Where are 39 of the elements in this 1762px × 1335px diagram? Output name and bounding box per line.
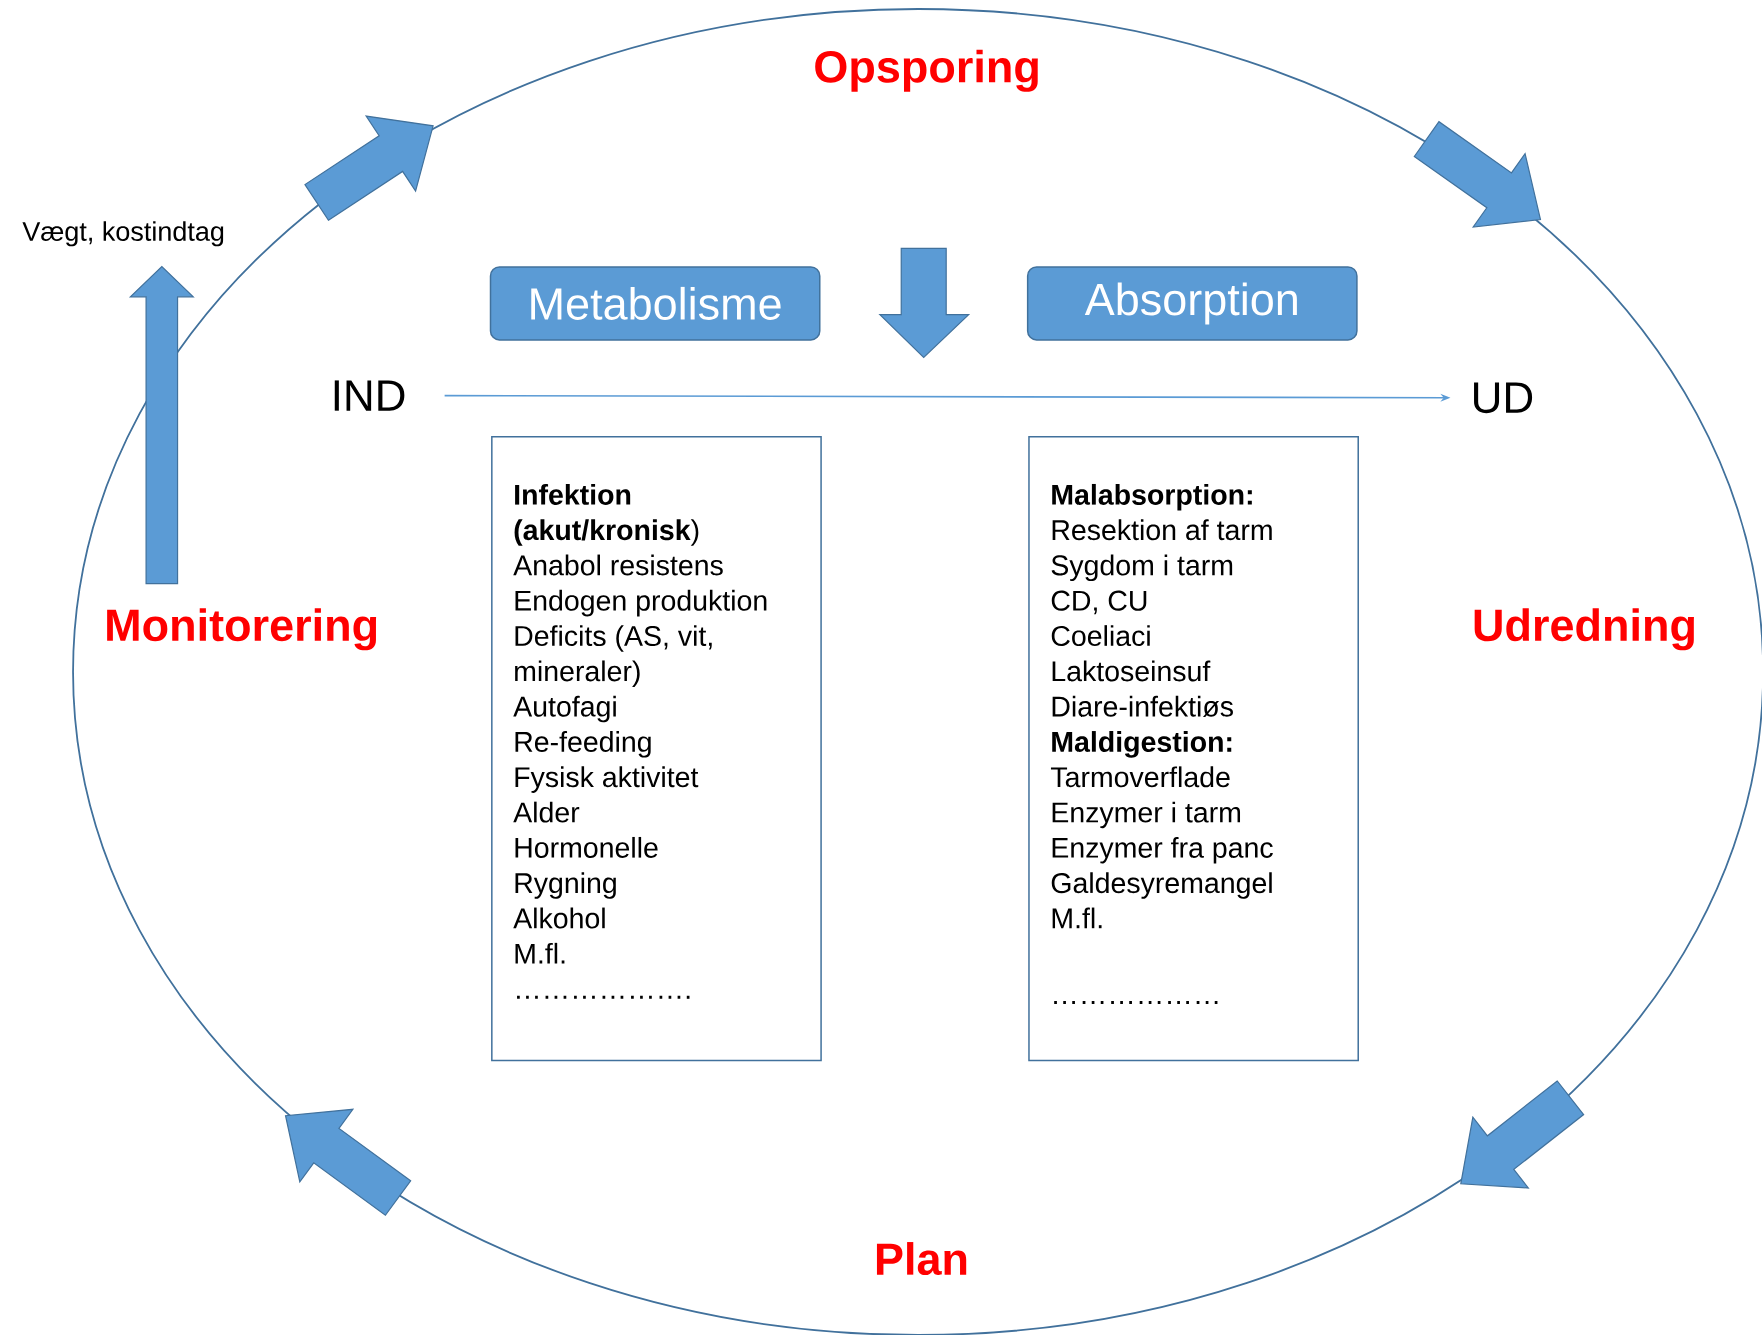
list-item: Anabol resistens bbox=[513, 554, 723, 576]
list-item: Infektion (akut/kronisk) bbox=[514, 483, 699, 546]
flow-label: UD bbox=[1474, 382, 1533, 414]
block-arrow bbox=[128, 265, 195, 585]
list-item: Fysisk aktivitet bbox=[515, 766, 699, 793]
list-item: Coeliaci bbox=[1051, 625, 1150, 647]
list-item: ………………. bbox=[517, 995, 690, 999]
list-item: Maldigestion: bbox=[1052, 731, 1232, 758]
list-item: Rygning bbox=[515, 872, 616, 899]
rounded-box: Metabolisme bbox=[489, 266, 821, 341]
list-item: Galdesyremangel bbox=[1051, 872, 1272, 899]
rounded-box: Absorption bbox=[1026, 266, 1358, 341]
note-label: Vægt, kostindtag bbox=[22, 221, 224, 247]
list-box bbox=[491, 436, 822, 1062]
list-item: CD, CU bbox=[1051, 590, 1147, 615]
list-item: Sygdom i tarm bbox=[1051, 554, 1233, 582]
list-item: ……………… bbox=[1054, 1000, 1218, 1004]
phase-label: Plan bbox=[876, 1242, 967, 1276]
list-item: Endogen produktion bbox=[515, 589, 767, 617]
flow-label: IND bbox=[334, 380, 405, 411]
list-item: Alder bbox=[513, 801, 580, 823]
list-item: M.fl. bbox=[515, 942, 565, 964]
phase-label: Udredning bbox=[1474, 608, 1694, 651]
list-item: M.fl. bbox=[1052, 907, 1102, 929]
list-item: Deficits (AS, vit, mineraler) bbox=[515, 625, 712, 687]
list-item: Enzymer fra panc bbox=[1052, 837, 1273, 864]
list-item: Enzymer i tarm bbox=[1052, 801, 1240, 829]
phase-label: Monitorering bbox=[107, 608, 377, 651]
list-item: Alkohol bbox=[513, 907, 605, 929]
list-item: Hormonelle bbox=[515, 836, 658, 858]
list-item: Laktoseinsuf bbox=[1052, 660, 1211, 682]
list-item: Tarmoverflade bbox=[1050, 766, 1230, 788]
list-item: Resektion af tarm bbox=[1052, 519, 1272, 541]
list-item: Re-feeding bbox=[515, 731, 651, 758]
list-box bbox=[1028, 436, 1359, 1062]
phase-label: Opsporing bbox=[815, 49, 1038, 92]
list-item: Diare-infektiøs bbox=[1052, 695, 1233, 717]
list-item: Autofagi bbox=[513, 695, 616, 723]
list-item: Malabsorption: bbox=[1052, 483, 1252, 511]
